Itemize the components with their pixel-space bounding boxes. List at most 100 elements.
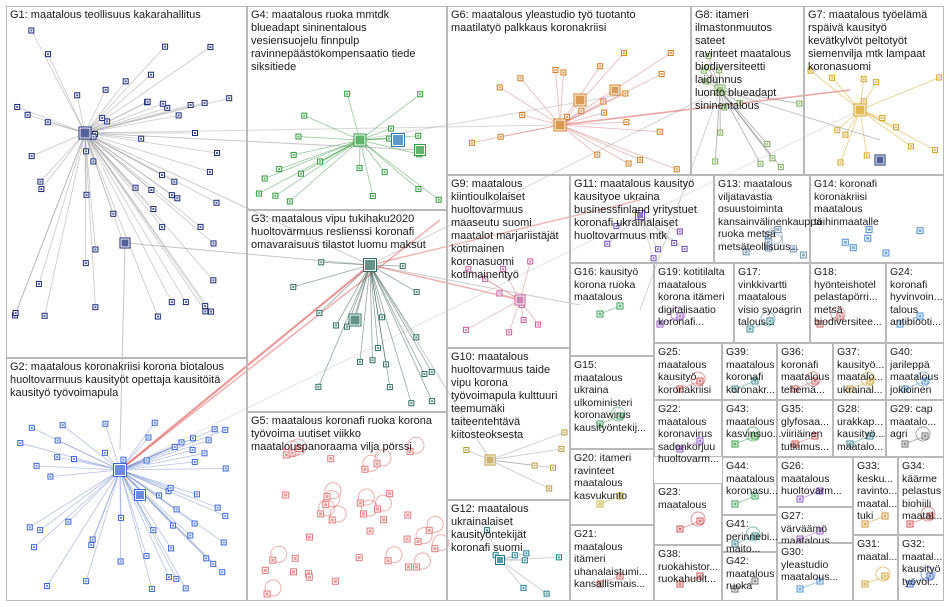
cluster-panel-g4[interactable]: G4: maatalous ruoka mmtdk blueadapt sini… <box>247 6 447 210</box>
node[interactable] <box>187 532 194 539</box>
node[interactable] <box>288 449 296 457</box>
node[interactable] <box>560 69 567 76</box>
node[interactable] <box>83 191 90 198</box>
node[interactable] <box>28 27 35 34</box>
node[interactable] <box>415 186 422 193</box>
node[interactable] <box>751 432 759 440</box>
node[interactable] <box>906 520 914 528</box>
node[interactable] <box>386 490 394 498</box>
node[interactable] <box>101 449 108 456</box>
node[interactable] <box>736 99 743 106</box>
node[interactable] <box>873 79 880 86</box>
node[interactable] <box>751 577 759 585</box>
node[interactable] <box>482 275 489 282</box>
node[interactable] <box>203 555 210 562</box>
node[interactable] <box>561 429 568 436</box>
node[interactable] <box>837 159 844 166</box>
node[interactable] <box>83 148 90 155</box>
node[interactable] <box>676 445 684 453</box>
node[interactable] <box>746 325 754 333</box>
node[interactable] <box>616 572 624 580</box>
cluster-panel-g1[interactable]: G1: maatalous teollisuus kakarahallitus <box>6 6 247 358</box>
node[interactable] <box>520 316 527 323</box>
node[interactable] <box>462 326 469 333</box>
node[interactable] <box>403 535 411 543</box>
node[interactable] <box>421 371 428 378</box>
node[interactable] <box>369 193 376 200</box>
node[interactable] <box>272 192 279 199</box>
node[interactable] <box>168 545 175 552</box>
node[interactable] <box>90 158 97 165</box>
node[interactable] <box>721 104 728 111</box>
node[interactable] <box>552 66 559 73</box>
hub-node[interactable] <box>119 237 131 249</box>
cluster-panel-g17[interactable]: G17: vinkkivartti maatalous visio syoagr… <box>734 263 810 343</box>
node[interactable] <box>211 426 218 433</box>
node[interactable] <box>742 248 750 256</box>
node[interactable] <box>861 580 869 588</box>
node[interactable] <box>731 385 739 393</box>
node[interactable] <box>597 63 604 70</box>
node[interactable] <box>625 160 632 167</box>
node[interactable] <box>921 377 929 385</box>
node[interactable] <box>214 149 221 156</box>
node[interactable] <box>159 172 166 179</box>
cluster-panel-g16[interactable]: G16: kausityö korona ruoka maatalous <box>570 263 654 356</box>
node[interactable] <box>323 493 331 501</box>
node[interactable] <box>26 524 33 531</box>
node[interactable] <box>757 160 764 167</box>
node[interactable] <box>465 266 472 273</box>
node[interactable] <box>214 504 221 511</box>
node[interactable] <box>315 383 322 390</box>
node[interactable] <box>206 168 213 175</box>
node[interactable] <box>154 313 161 320</box>
node[interactable] <box>201 99 208 106</box>
hub-node[interactable] <box>553 118 567 132</box>
node[interactable] <box>59 422 66 429</box>
cluster-panel-g41[interactable]: G41: perinnebi... maito... <box>722 515 778 555</box>
node[interactable] <box>596 310 604 318</box>
cluster-panel-g3[interactable]: G3: maatalous vipu tukihaku2020 huoltova… <box>247 210 447 412</box>
node[interactable] <box>849 244 857 252</box>
node[interactable] <box>167 484 174 491</box>
hub-node[interactable] <box>573 93 587 107</box>
cluster-panel-g25[interactable]: G25: maatalous kausityö koronakriisi <box>654 343 722 400</box>
node[interactable] <box>667 50 674 57</box>
node[interactable] <box>54 454 61 461</box>
node[interactable] <box>182 299 189 306</box>
node[interactable] <box>816 320 824 328</box>
cluster-panel-g40[interactable]: G40: jarileppä maatalous jokioinen <box>886 343 944 400</box>
cluster-panel-g9[interactable]: G9: maatalous kiintioulkolaiset huoltova… <box>447 175 570 348</box>
cluster-panel-g26[interactable]: G26: maatalous huoltovarm... <box>777 457 853 507</box>
node[interactable] <box>333 322 340 329</box>
node[interactable] <box>210 240 217 247</box>
node[interactable] <box>865 226 873 234</box>
node[interactable] <box>201 450 208 457</box>
node[interactable] <box>222 465 229 472</box>
node[interactable] <box>523 550 530 557</box>
node[interactable] <box>926 572 934 580</box>
node[interactable] <box>408 400 415 407</box>
hub-node[interactable] <box>514 294 526 306</box>
node[interactable] <box>700 67 707 74</box>
node[interactable] <box>596 420 604 428</box>
node[interactable] <box>555 554 562 561</box>
node[interactable] <box>717 129 724 136</box>
node[interactable] <box>654 246 661 253</box>
node[interactable] <box>623 119 630 126</box>
node[interactable] <box>322 501 330 509</box>
node[interactable] <box>703 78 710 85</box>
hub-node[interactable] <box>609 84 621 96</box>
node[interactable] <box>301 112 308 119</box>
node[interactable] <box>834 127 841 134</box>
node[interactable] <box>189 446 196 453</box>
node[interactable] <box>596 500 604 508</box>
node[interactable] <box>594 151 601 158</box>
node[interactable] <box>31 544 38 551</box>
hub-node[interactable] <box>495 555 505 565</box>
node[interactable] <box>356 358 363 365</box>
node[interactable] <box>222 512 229 519</box>
node[interactable] <box>174 195 181 202</box>
node[interactable] <box>202 308 209 315</box>
node[interactable] <box>290 283 297 290</box>
